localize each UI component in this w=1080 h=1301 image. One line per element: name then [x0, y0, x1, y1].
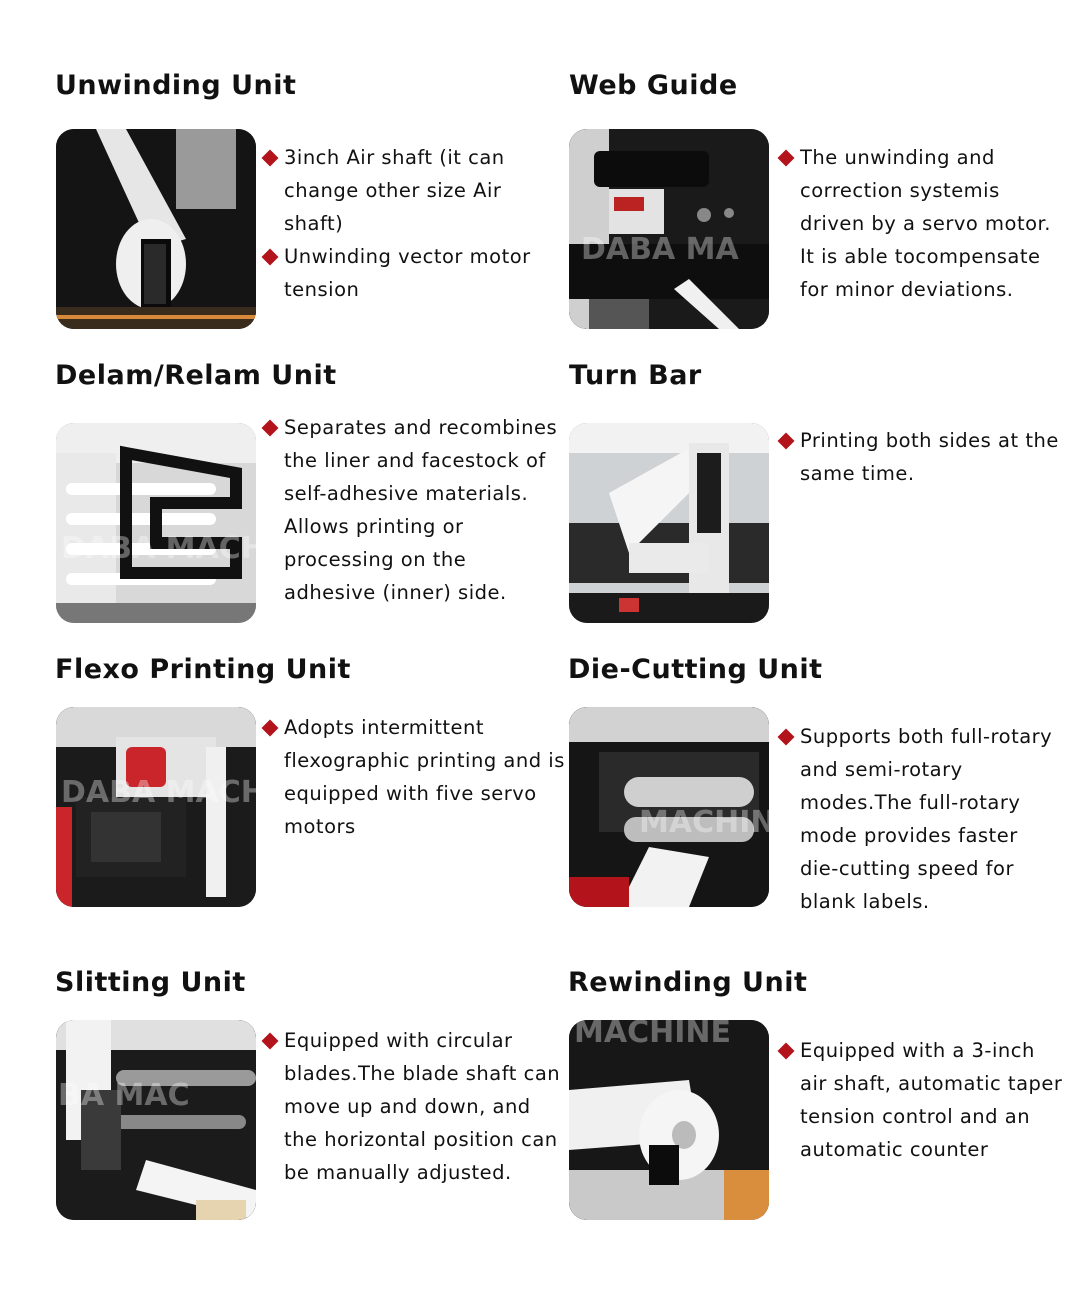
section-title-rewinding-unit: Rewinding Unit	[568, 967, 808, 998]
unwinding-unit-description: 3inch Air shaft (it can change other siz…	[261, 141, 562, 306]
diamond-bullet-icon	[777, 432, 795, 450]
delam-relam-unit-photo: DABA MACHINE	[56, 423, 256, 623]
svg-text:DABA MA: DABA MA	[581, 232, 740, 267]
flexo-printing-unit-description: Adopts intermittent flexographic printin…	[261, 711, 572, 843]
rewinding-unit-photo: MACHINE	[569, 1020, 769, 1220]
svg-text:DABA MACHINE: DABA MACHINE	[61, 531, 256, 566]
svg-text:BA MAC: BA MAC	[58, 1078, 190, 1113]
turn-bar-photo	[569, 423, 769, 623]
rewinding-unit-description: Equipped with a 3-inch air shaft, automa…	[777, 1034, 1078, 1166]
list-item: Printing both sides at the same time.	[777, 424, 1078, 490]
delam-relam-unit-description: Separates and recombines the liner and f…	[261, 411, 572, 609]
slitting-unit-photo: BA MAC	[56, 1020, 256, 1220]
section-title-flexo-printing-unit: Flexo Printing Unit	[55, 654, 351, 685]
section-title-delam-relam-unit: Delam/Relam Unit	[55, 360, 337, 391]
diamond-bullet-icon	[261, 1032, 279, 1050]
list-item: Supports both full-rotary and semi-rotar…	[777, 720, 1078, 918]
list-item: 3inch Air shaft (it can change other siz…	[261, 141, 562, 240]
list-item: Unwinding vector motor tension	[261, 240, 562, 306]
section-title-web-guide: Web Guide	[569, 70, 738, 101]
diamond-bullet-icon	[777, 1042, 795, 1060]
diamond-bullet-icon	[777, 728, 795, 746]
svg-text:MACHINE: MACHINE	[639, 805, 769, 840]
diamond-bullet-icon	[261, 149, 279, 167]
slitting-unit-description: Equipped with circular blades.The blade …	[261, 1024, 572, 1189]
die-cutting-unit-photo: MACHINE	[569, 707, 769, 907]
die-cutting-unit-description: Supports both full-rotary and semi-rotar…	[777, 720, 1078, 918]
section-title-die-cutting-unit: Die-Cutting Unit	[568, 654, 823, 685]
section-title-turn-bar: Turn Bar	[569, 360, 702, 391]
list-item: Separates and recombines the liner and f…	[261, 411, 572, 609]
flexo-printing-unit-photo: DABA MACHINE	[56, 707, 256, 907]
svg-text:MACHINE: MACHINE	[574, 1020, 731, 1050]
svg-text:DABA MACHINE: DABA MACHINE	[61, 775, 256, 810]
diamond-bullet-icon	[261, 719, 279, 737]
diamond-bullet-icon	[261, 248, 279, 266]
diamond-bullet-icon	[777, 149, 795, 167]
unwinding-unit-photo	[56, 129, 256, 329]
list-item: Adopts intermittent flexographic printin…	[261, 711, 572, 843]
section-title-unwinding-unit: Unwinding Unit	[55, 70, 297, 101]
turn-bar-description: Printing both sides at the same time.	[777, 424, 1078, 490]
list-item: The unwinding and correction systemis dr…	[777, 141, 1078, 306]
section-title-slitting-unit: Slitting Unit	[55, 967, 246, 998]
diamond-bullet-icon	[261, 419, 279, 437]
list-item: Equipped with circular blades.The blade …	[261, 1024, 572, 1189]
list-item: Equipped with a 3-inch air shaft, automa…	[777, 1034, 1078, 1166]
web-guide-photo: DABA MA	[569, 129, 769, 329]
web-guide-description: The unwinding and correction systemis dr…	[777, 141, 1078, 306]
